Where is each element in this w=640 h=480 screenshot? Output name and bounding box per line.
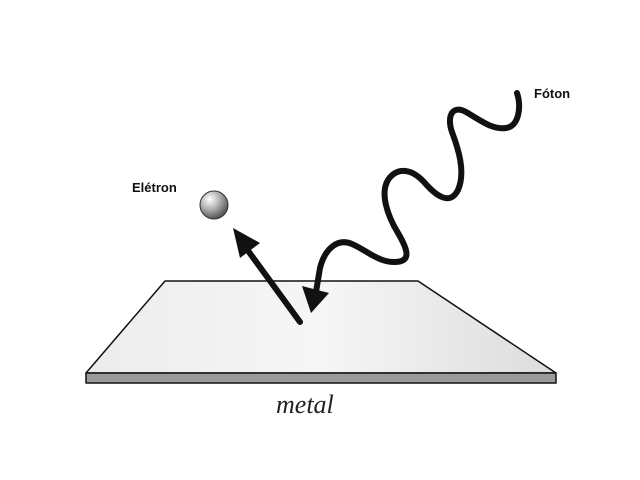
electron-label: Elétron (132, 180, 177, 195)
photon-wave-icon (313, 90, 522, 295)
electron-sphere-icon (199, 190, 229, 220)
emission-arrowhead-icon (233, 228, 260, 258)
electron-emission-arrow (233, 228, 303, 325)
metal-plate-edge (85, 372, 557, 384)
photon-arrowhead-icon (302, 286, 329, 313)
photon-wave-arrow (302, 90, 522, 313)
photon-label: Fóton (534, 86, 571, 101)
metal-label: metal (276, 390, 334, 419)
metal-plate (85, 280, 557, 384)
emission-arrow-shaft (246, 249, 303, 325)
